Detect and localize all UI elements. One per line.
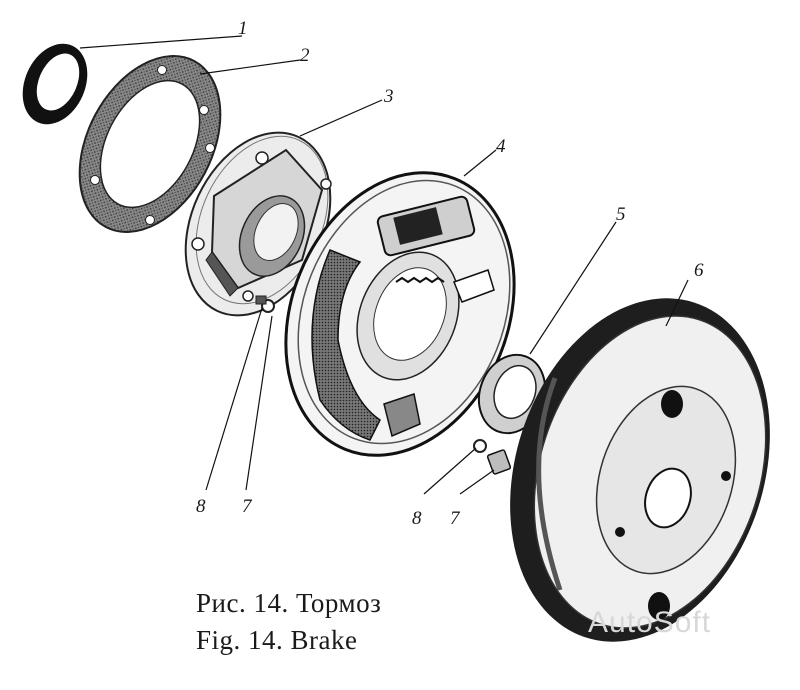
callout-3: 3	[383, 86, 394, 107]
callout-7-right: 7	[450, 508, 461, 529]
part-2-gasket	[78, 55, 222, 233]
callout-1: 1	[238, 18, 248, 39]
leader-lines	[79, 35, 689, 495]
figure-caption-russian: Рис. 14. Тормоз	[196, 588, 382, 618]
callout-7-left: 7	[242, 496, 253, 517]
callout-2: 2	[300, 45, 310, 66]
part-4-backing-plate	[284, 171, 516, 457]
watermark: AutoSoft	[588, 606, 712, 639]
callout-4: 4	[496, 136, 506, 157]
screw-washer-right	[473, 439, 512, 475]
part-3-flange-housing	[184, 131, 332, 317]
callout-5: 5	[616, 204, 626, 225]
screw-washer-left	[255, 295, 275, 313]
figure-caption-english: Fig. 14. Brake	[196, 625, 358, 655]
callout-8-right: 8	[412, 508, 422, 529]
part-6-brake-drum	[510, 298, 770, 642]
part-5-bearing-ring	[477, 353, 547, 435]
callout-6: 6	[694, 260, 704, 281]
part-1-seal-ring	[22, 43, 88, 125]
callout-8-left: 8	[196, 496, 206, 517]
